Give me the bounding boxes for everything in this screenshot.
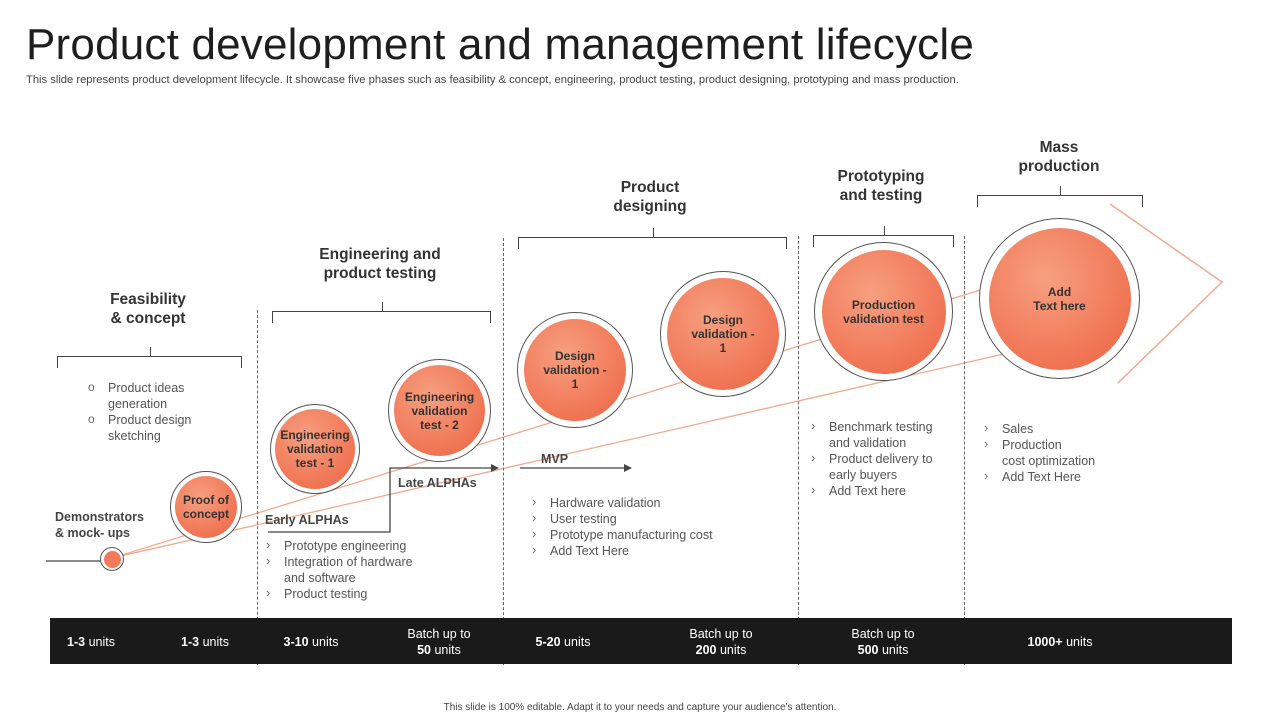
stage-label-early-alphas: Early ALPHAs [265,513,349,527]
phase-title-engineering: Engineering and product testing [319,246,441,282]
page-subtitle: This slide represents product developmen… [26,74,959,86]
list-item: Prototype engineering [264,537,494,554]
stage-label-late-alphas: Late ALPHAs [398,476,477,490]
list-item: Product delivery to early buyers [809,450,959,483]
phase-title-mass: Mass production [1018,139,1100,175]
milestone-evt-1: Engineering validation test - 1 [270,404,360,494]
phase-title-prototyping: Prototyping and testing [837,168,925,204]
list-item: Add Text Here [982,468,1142,485]
phase-separator [257,310,258,665]
start-node [100,547,124,571]
milestone-evt-2: Engineering validation test - 2 [388,359,491,462]
phase-bracket [57,347,242,368]
unit-cell: 3-10 units [283,635,339,649]
phase-separator [503,238,504,665]
list-item: Production cost optimization [982,436,1142,469]
milestone-proof-of-concept: Proof of concept [170,471,242,543]
list-item: Product ideas generation [88,379,248,412]
phase-separator [964,236,965,665]
milestone-production-validation: Production validation test [814,242,953,381]
phase-bracket [518,228,787,249]
list-item: Add Text here [809,482,959,499]
stage-label-demonstrators: Demonstrators & mock- ups [55,510,144,540]
unit-cell: 1000+ units [1027,635,1093,649]
page-title: Product development and management lifec… [26,20,975,69]
list-item: User testing [530,510,790,527]
mass-list: Sales Production cost optimization Add T… [982,420,1142,485]
milestone-dvt-b: Design validation - 1 [660,271,786,397]
phase-bracket [813,226,954,247]
unit-cell: 1-3 units [181,635,229,649]
phase-bracket [977,186,1143,207]
milestone-mass-production: Add Text here [979,218,1140,379]
footer-note: This slide is 100% editable. Adapt it to… [443,702,837,713]
phase-bracket [272,302,491,323]
list-item: Integration of hardware and software [264,553,494,586]
list-item: Product design sketching [88,411,248,444]
list-item: Prototype manufacturing cost [530,526,790,543]
list-item: Benchmark testing and validation [809,418,959,451]
list-item: Hardware validation [530,494,790,511]
feasibility-list: Product ideas generation Product design … [88,379,248,444]
milestone-dvt-a: Design validation - 1 [517,312,633,428]
engineering-list: Prototype engineering Integration of har… [264,537,494,602]
list-item: Sales [982,420,1142,437]
units-bar [50,618,1232,664]
phase-title-designing: Product designing [613,179,687,215]
phase-separator [798,236,799,665]
unit-cell: 5-20 units [535,635,591,649]
designing-list: Hardware validation User testing Prototy… [530,494,790,559]
unit-cell: 1-3 units [67,635,115,649]
stage-label-mvp: MVP [541,452,569,466]
list-item: Product testing [264,585,494,602]
phase-title-feasibility: Feasibility & concept [110,291,186,327]
list-item: Add Text Here [530,542,790,559]
prototyping-list: Benchmark testing and validation Product… [809,418,959,499]
